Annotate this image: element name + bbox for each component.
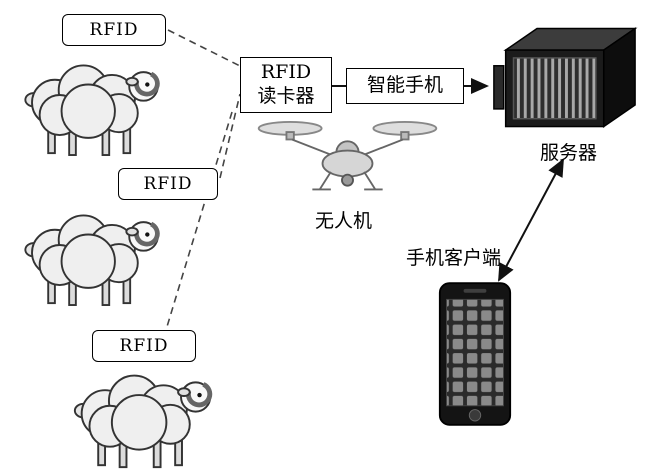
client-label: 手机客户端 (406, 247, 502, 269)
rfid-tag-box-1: RFID (62, 14, 166, 46)
rfid-reader-line1: RFID (260, 61, 312, 84)
server-label: 服务器 (540, 142, 598, 164)
dashed-link-tag2-reader (219, 93, 241, 179)
rfid-reader-box: RFID 读卡器 (240, 57, 332, 113)
dashed-link-tag3-reader (165, 111, 233, 331)
smartphone-box: 智能手机 (346, 68, 464, 104)
sheep-icon-2 (24, 214, 160, 306)
drone-label: 无人机 (315, 210, 373, 232)
rfid-reader-line2: 读卡器 (257, 85, 315, 107)
sheep-icon-1 (24, 64, 160, 156)
rfid-tag-box-3: RFID (92, 330, 196, 362)
rfid-tag-label-1: RFID (89, 20, 139, 40)
rfid-tag-label-2: RFID (143, 174, 193, 194)
smartphone-label: 智能手机 (366, 74, 443, 97)
dashed-link-tag1-reader (167, 29, 241, 67)
sheep-icon-3 (73, 374, 213, 469)
server-icon (493, 27, 638, 128)
phone-icon (438, 282, 512, 426)
arrow-server-client (498, 158, 564, 282)
rfid-tag-box-2: RFID (118, 168, 218, 200)
drone-icon (257, 120, 438, 191)
rfid-tag-label-3: RFID (119, 336, 169, 356)
